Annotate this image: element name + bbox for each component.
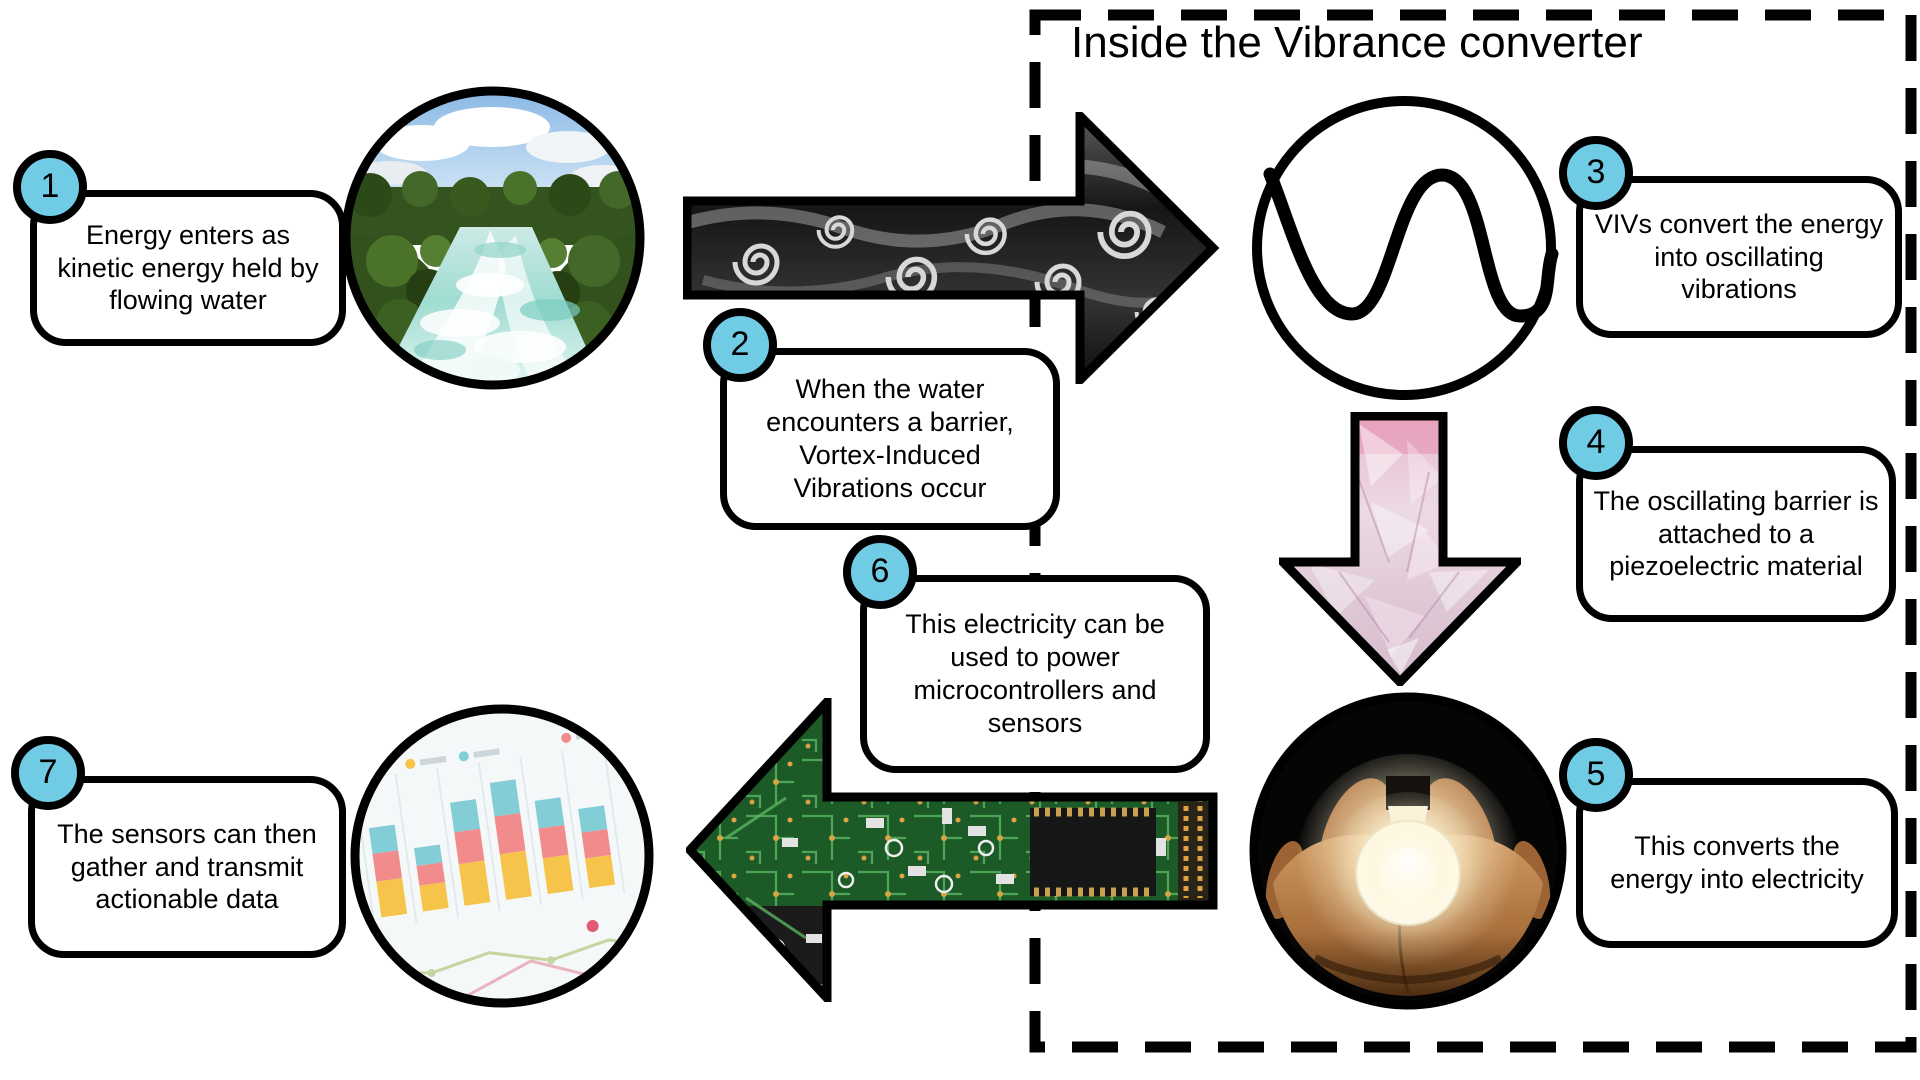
sine-wave-circle-icon [1252,96,1559,400]
step-text-1: Energy enters as kinetic energy held by … [57,219,319,316]
step-box-2: 2 When the water encounters a barrier, V… [703,308,1060,530]
step-number-6: 6 [870,552,890,591]
step-badge-4: 4 [1559,406,1633,480]
step-number-1: 1 [40,167,60,206]
step-box-5: 5 This converts the energy into electric… [1559,738,1898,948]
step-badge-6: 6 [843,535,917,609]
step-number-4: 4 [1586,423,1606,462]
step-badge-5: 5 [1559,738,1633,812]
step-box-6: 6 This electricity can be used to power … [843,535,1210,773]
diagram-title: Inside the Vibrance converter [1071,18,1643,67]
step-badge-3: 3 [1559,136,1633,210]
step-box-4: 4 The oscillating barrier is attached to… [1559,406,1896,622]
step-text-3: VIVs convert the energy into oscillating… [1594,208,1884,305]
step-box-1: 1 Energy enters as kinetic energy held b… [13,150,346,346]
step-text-4: The oscillating barrier is attached to a… [1593,485,1879,582]
step-number-2: 2 [730,325,750,364]
step-number-3: 3 [1586,153,1606,192]
step-badge-7: 7 [11,736,85,810]
step-badge-2: 2 [703,308,777,382]
step-box-3: 3 VIVs convert the energy into oscillati… [1559,136,1902,338]
step-text-5: This converts the energy into electricit… [1610,831,1864,894]
step-box-7: 7 The sensors can then gather and transm… [11,736,346,958]
river-photo-icon [341,86,645,390]
step-number-5: 5 [1586,755,1606,794]
charts-pen-photo-icon [350,704,654,1008]
step-text-7: The sensors can then gather and transmit… [57,818,317,915]
step-badge-1: 1 [13,150,87,224]
step-text-2: When the water encounters a barrier, Vor… [766,374,1014,503]
step-text-6: This electricity can be used to power mi… [905,609,1165,738]
crystal-arrow-down-icon [1279,412,1521,686]
step-number-7: 7 [38,753,58,792]
lightbulb-hands-photo-icon [1249,692,1567,1010]
